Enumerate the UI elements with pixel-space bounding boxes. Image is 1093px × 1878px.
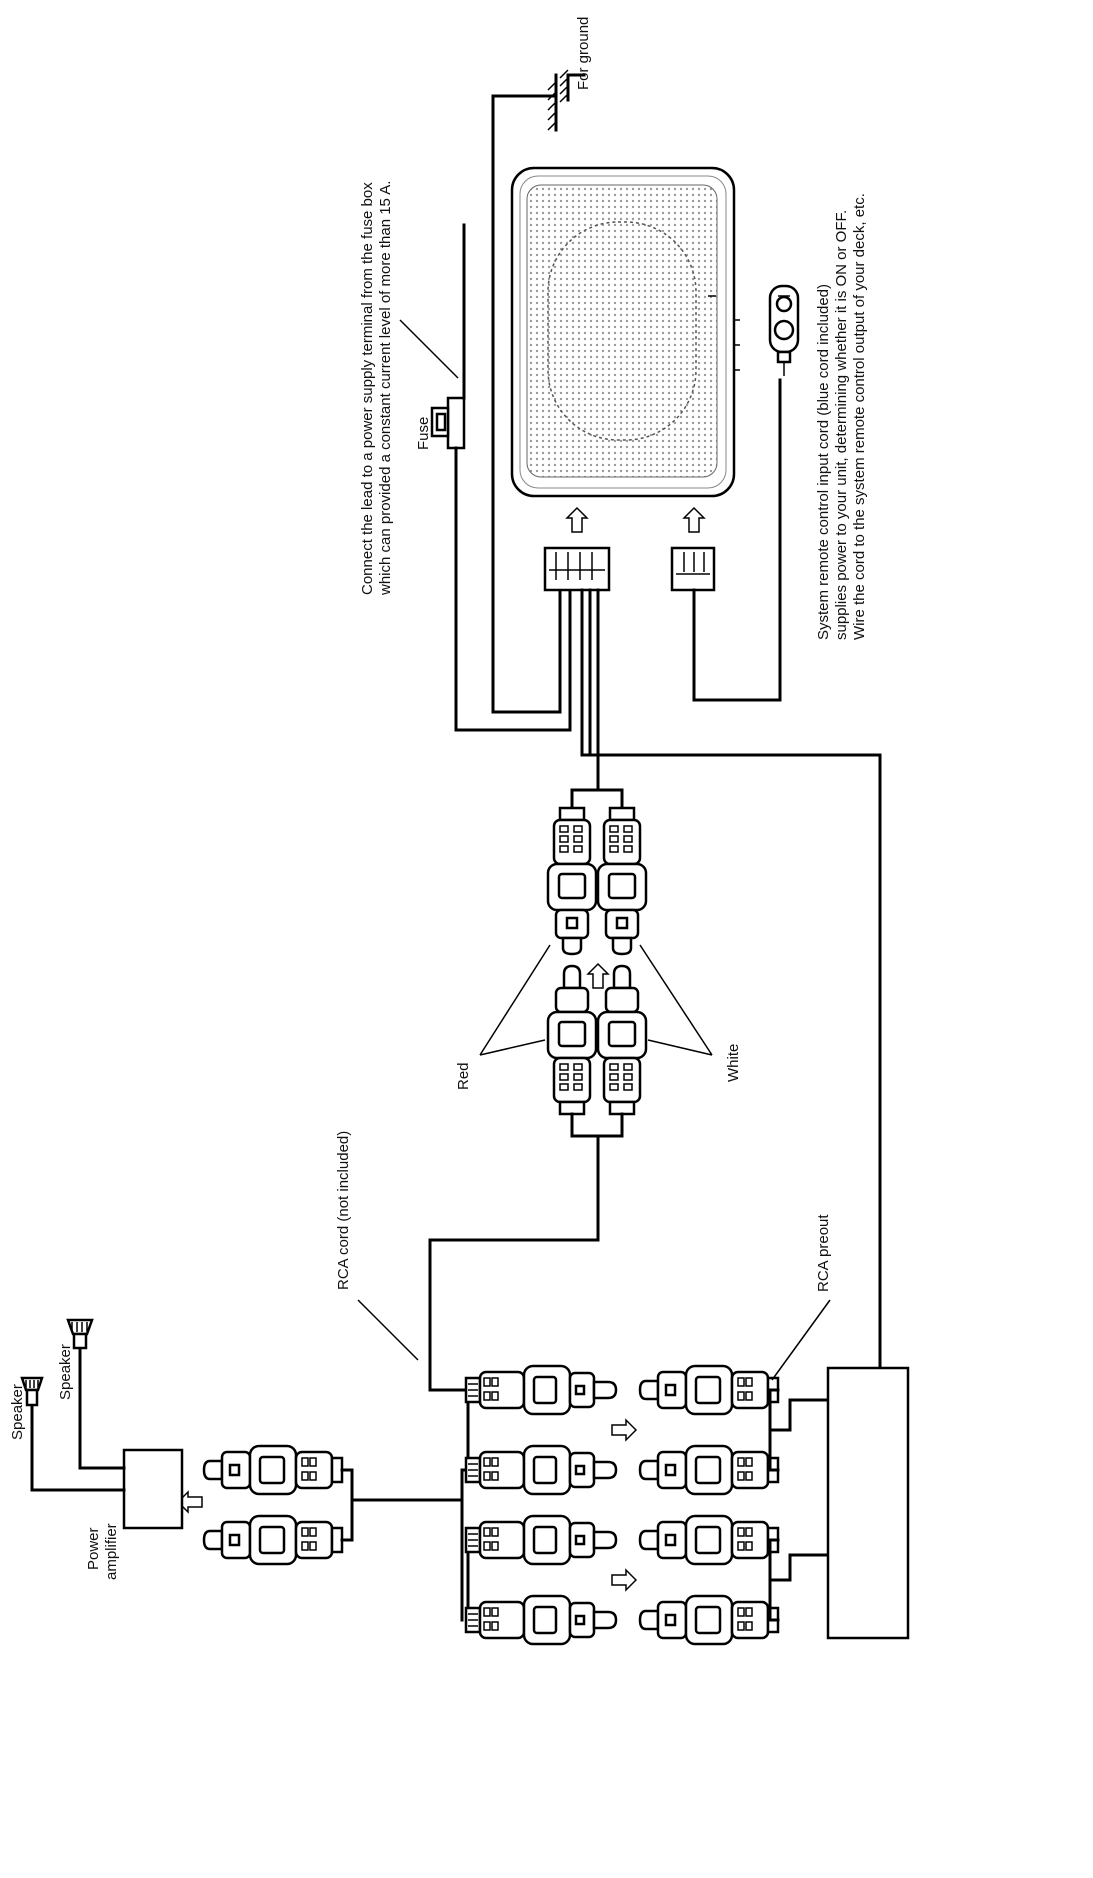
rca-plug-white	[596, 964, 648, 1116]
cord-branch-wires	[428, 1388, 470, 1622]
rca-plug-row-2	[464, 1444, 618, 1496]
power-amplifier-box	[122, 1448, 184, 1530]
amp-input-wires	[340, 1468, 464, 1542]
rca-plug-red	[546, 964, 598, 1116]
remote-note-line-3: Wire the cord to the system remote contr…	[851, 193, 868, 640]
rca-jack-red	[546, 806, 598, 956]
power-amplifier-label-2: amplifier	[103, 1523, 120, 1580]
rca-jack-white	[596, 806, 648, 956]
remote-connector	[670, 546, 716, 592]
rca-preout-jack-3	[638, 1514, 780, 1566]
speaker-2	[66, 1318, 94, 1350]
remote-note-line-1: System remote control input cord (blue c…	[815, 284, 832, 640]
power-amplifier-label-1: Power	[85, 1527, 102, 1570]
speaker-wires	[30, 1343, 126, 1492]
rca-preout-jack-4	[638, 1594, 780, 1646]
harness-signal-wires	[580, 588, 600, 757]
rca-plug-row-4	[464, 1594, 618, 1646]
remote-wire	[692, 378, 782, 702]
power-callout-line	[399, 319, 459, 379]
bass-remote-knob	[768, 284, 800, 376]
amp-rca-plug-1	[202, 1444, 344, 1496]
fuse-holder	[430, 396, 466, 450]
speaker-2-label: Speaker	[57, 1344, 74, 1400]
subwoofer-unit	[510, 166, 740, 498]
remote-note-line-2: supplies power to your unit, determining…	[833, 210, 850, 640]
harness-to-jacks-wire	[570, 753, 624, 810]
power-wire	[454, 223, 572, 732]
red-callout-lines	[479, 944, 551, 1056]
red-label: Red	[455, 1062, 472, 1090]
rca-plug-row-1	[464, 1364, 618, 1416]
rca-cord-label: RCA cord (not included)	[335, 1131, 352, 1290]
rca-cord-callout-line	[357, 1299, 419, 1361]
rca-cord-wire	[428, 1112, 624, 1392]
speaker-1	[20, 1376, 44, 1407]
ground-wire	[491, 94, 562, 714]
remote-out-wire	[588, 753, 882, 1370]
main-harness-connector	[543, 546, 611, 592]
speaker-1-label: Speaker	[9, 1384, 26, 1440]
for-ground-label: For ground	[575, 17, 592, 90]
power-note-line-2: which can provided a constant current le…	[377, 181, 394, 596]
white-callout-lines	[639, 944, 713, 1056]
rca-preout-callout-line	[771, 1299, 831, 1381]
power-note-line-1: Connect the lead to a power supply termi…	[359, 182, 376, 595]
head-unit-box	[826, 1366, 910, 1640]
white-label: White	[725, 1044, 742, 1082]
amp-rca-plug-2	[202, 1514, 344, 1566]
rca-plug-row-3	[464, 1514, 618, 1566]
rca-preout-jack-1	[638, 1364, 780, 1416]
rca-preout-jack-2	[638, 1444, 780, 1496]
rca-preout-label: RCA preout	[815, 1214, 832, 1292]
fuse-label: Fuse	[415, 417, 432, 450]
preout-wires	[768, 1388, 832, 1622]
